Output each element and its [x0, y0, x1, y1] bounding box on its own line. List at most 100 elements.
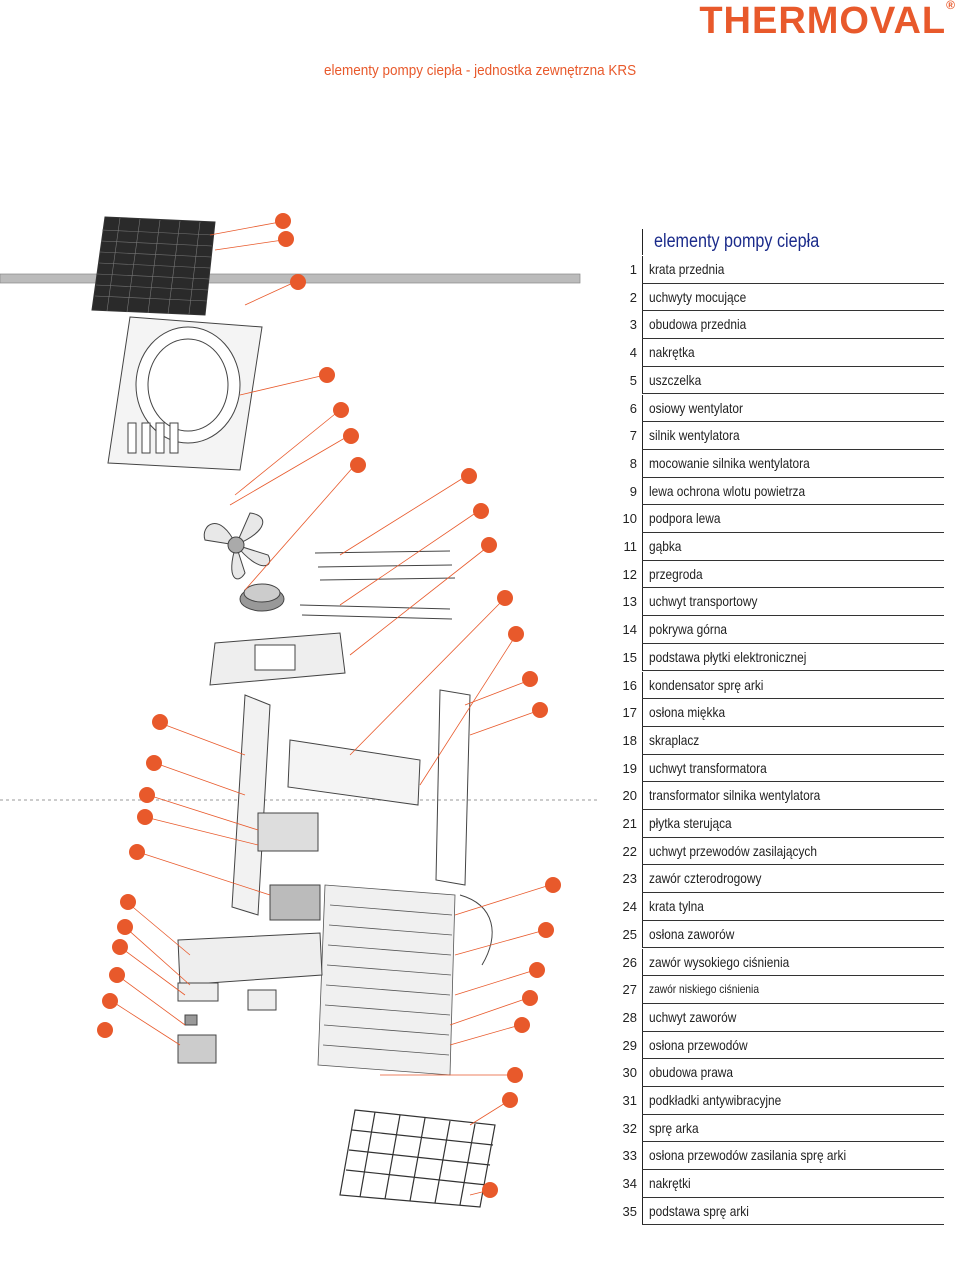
part-label: osiowy wentylator [649, 399, 743, 416]
axial-fan-part [203, 512, 271, 580]
part-label: lewa ochrona wlotu powietrza [649, 482, 806, 499]
parts-table-title: elementy pompy ciepła [654, 231, 820, 252]
part-label: zawór niskiego ciśnienia [649, 982, 759, 997]
part-label: płytka sterująca [649, 815, 732, 831]
front-housing-part [107, 316, 263, 471]
row-divider [642, 448, 944, 450]
part-label: podkładki antywibracyjne [649, 1092, 782, 1108]
row-divider [642, 615, 944, 617]
part-number: 4 [629, 345, 637, 361]
electronics-part [257, 812, 321, 921]
row-divider [642, 892, 944, 894]
column-divider [642, 920, 643, 949]
part-number: 30 [622, 1065, 637, 1081]
column-divider [642, 865, 643, 894]
part-label: kondensator sprę arki [649, 676, 764, 693]
condenser-part [317, 884, 456, 1076]
part-number: 14 [622, 622, 637, 638]
part-label: sprę arka [649, 1119, 699, 1136]
row-divider [642, 1058, 944, 1060]
part-number: 33 [622, 1148, 637, 1164]
row-divider [642, 1169, 944, 1171]
part-label: podstawa sprę arki [649, 1202, 749, 1219]
row-divider [642, 725, 944, 727]
part-label: uchwyt transformatora [649, 759, 767, 776]
column-divider [642, 1087, 643, 1115]
row-divider [642, 670, 944, 672]
column-divider [642, 256, 643, 284]
part-label: zawór czterodrogowy [649, 870, 762, 887]
row-divider [642, 421, 944, 423]
part-number: 10 [622, 511, 637, 527]
part-label: nakrętki [649, 1175, 691, 1192]
column-divider [642, 339, 643, 367]
row-divider [642, 781, 944, 783]
column-divider [642, 948, 643, 977]
row-divider [642, 808, 944, 810]
part-label: krata tylna [649, 898, 704, 915]
row-divider [642, 476, 944, 478]
column-divider [642, 616, 643, 644]
column-divider [642, 726, 643, 755]
table-title-divider [642, 229, 643, 255]
column-divider [642, 643, 643, 672]
part-label: uszczelka [649, 371, 702, 388]
callout-lines [109, 221, 551, 1196]
document-title: elementy pompy ciepła - jednostka zewnęt… [324, 62, 637, 79]
part-label: osłona przewodów zasilania sprę arki [649, 1147, 847, 1164]
part-number: 18 [622, 732, 637, 748]
row-divider [642, 338, 944, 340]
row-divider [642, 310, 944, 312]
part-number: 13 [622, 594, 637, 610]
row-divider [642, 587, 944, 589]
part-number: 7 [629, 428, 637, 444]
row-divider [642, 642, 944, 644]
fan-motor-part [239, 583, 285, 612]
part-label: krata przednia [649, 261, 725, 277]
column-divider [642, 810, 643, 838]
column-divider [642, 366, 643, 395]
row-divider [642, 1002, 944, 1004]
right-housing-part [435, 689, 493, 966]
part-number: 25 [622, 926, 637, 942]
part-label: osłona zaworów [649, 925, 735, 942]
part-number: 12 [622, 566, 637, 582]
column-divider [642, 1142, 643, 1171]
row-divider [642, 698, 944, 700]
column-divider [642, 1003, 643, 1032]
part-label: silnik wentylatora [649, 427, 740, 444]
part-number: 32 [622, 1120, 637, 1136]
part-number: 15 [622, 649, 637, 665]
part-label: podpora lewa [649, 510, 721, 527]
callout-badges [97, 213, 561, 1198]
parts-table-row: 3 obudowa przednia [612, 311, 944, 340]
part-number: 23 [622, 871, 637, 887]
column-divider [642, 588, 643, 617]
thermoval-logo: THERMOVAL® [699, 0, 956, 42]
row-divider [642, 531, 944, 533]
part-label: obudowa przednia [649, 316, 747, 333]
part-number: 21 [622, 816, 637, 831]
support-rods-part [299, 550, 456, 620]
part-number: 22 [622, 843, 637, 859]
part-label: gąbka [649, 538, 682, 554]
row-divider [642, 393, 944, 395]
part-number: 3 [629, 317, 637, 333]
parts-table-row: 25 osłona zaworów [612, 920, 944, 949]
part-number: 11 [623, 539, 638, 554]
column-divider [642, 782, 643, 810]
part-number: 17 [622, 705, 637, 721]
row-divider [642, 282, 944, 284]
